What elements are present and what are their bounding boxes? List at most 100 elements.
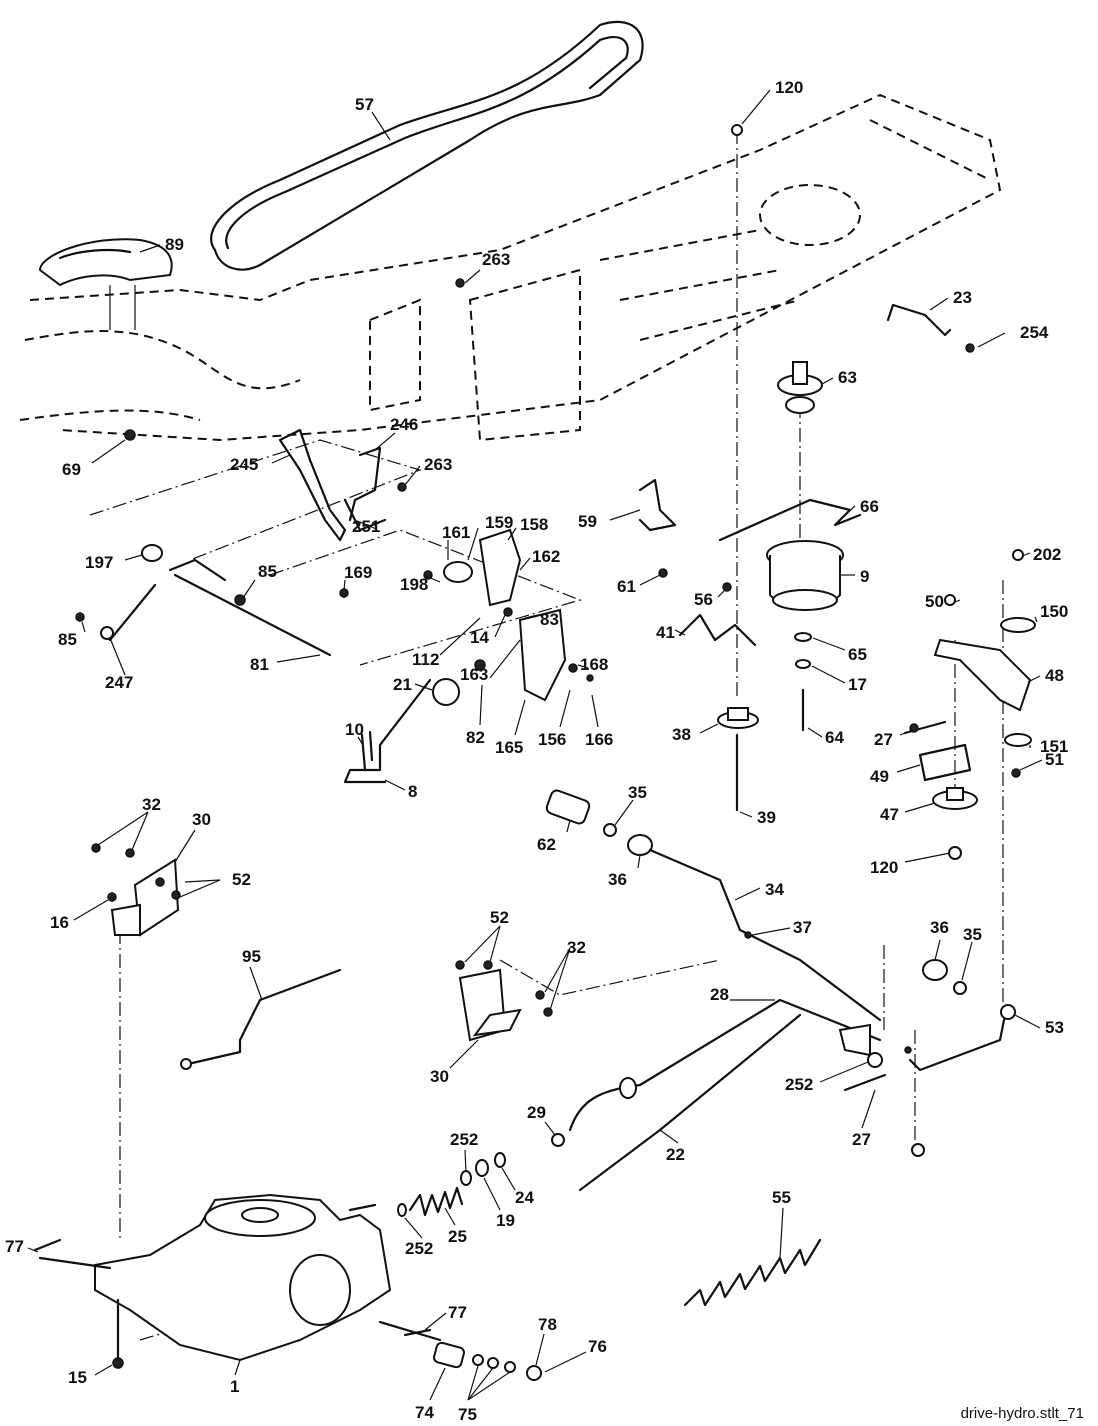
callout-151: 151 (1040, 737, 1068, 756)
callout-89: 89 (165, 235, 184, 254)
shift-cover (38, 238, 173, 330)
callout-14: 14 (470, 628, 489, 647)
callout-59: 59 (578, 512, 597, 531)
callout-263: 263 (482, 250, 510, 269)
callout-15: 15 (68, 1368, 87, 1387)
callout-245: 245 (230, 455, 258, 474)
callout-78: 78 (538, 1315, 557, 1334)
callout-28: 28 (710, 985, 729, 1004)
callout-252b: 252 (450, 1130, 478, 1149)
callout-52a: 52 (232, 870, 251, 889)
callout-22: 22 (666, 1145, 685, 1164)
pulley-stack (717, 124, 844, 812)
callout-169: 169 (344, 563, 372, 582)
callout-19: 19 (496, 1211, 515, 1230)
callout-55: 55 (772, 1188, 791, 1207)
callout-8: 8 (408, 782, 417, 801)
callout-76: 76 (588, 1337, 607, 1356)
callout-25: 25 (448, 1227, 467, 1246)
pedal-bracket (278, 428, 387, 542)
callout-leaders (27, 89, 1043, 1401)
callout-156: 156 (538, 730, 566, 749)
callout-166: 166 (585, 730, 613, 749)
callout-36a: 36 (608, 870, 627, 889)
callout-150: 150 (1040, 602, 1068, 621)
callout-69: 69 (62, 460, 81, 479)
return-spring-assembly (397, 1152, 506, 1217)
callout-252a: 252 (785, 1075, 813, 1094)
callout-66: 66 (860, 497, 879, 516)
callout-1: 1 (230, 1377, 239, 1396)
callout-38: 38 (672, 725, 691, 744)
callout-32a: 32 (142, 795, 161, 814)
callout-52b: 52 (490, 908, 509, 927)
callout-62: 62 (537, 835, 556, 854)
callout-23: 23 (953, 288, 972, 307)
callout-17: 17 (848, 675, 867, 694)
callout-24: 24 (515, 1188, 534, 1207)
callout-252c: 252 (405, 1239, 433, 1258)
callout-47: 47 (880, 805, 899, 824)
hardware (124, 278, 975, 1054)
callout-29: 29 (527, 1103, 546, 1122)
callout-27b: 27 (852, 1130, 871, 1149)
callout-85a: 85 (258, 562, 277, 581)
callout-63: 63 (838, 368, 857, 387)
callout-21: 21 (393, 675, 412, 694)
callout-56: 56 (694, 590, 713, 609)
tractor-frame (19, 93, 1002, 442)
callout-85b: 85 (58, 630, 77, 649)
callout-159: 159 (485, 513, 513, 532)
callout-9: 9 (860, 567, 869, 586)
callout-112: 112 (412, 650, 439, 669)
callout-247: 247 (105, 673, 133, 692)
callout-27a: 27 (874, 730, 893, 749)
callout-163: 163 (460, 665, 488, 684)
callout-77b: 77 (448, 1303, 467, 1322)
callout-162: 162 (532, 547, 560, 566)
callout-36b: 36 (930, 918, 949, 937)
callout-161: 161 (442, 523, 470, 542)
linkage-rods (551, 998, 925, 1192)
callout-51: 51 (1045, 750, 1064, 769)
mounting-brackets (91, 843, 553, 1042)
callout-77a: 77 (5, 1237, 24, 1256)
callout-74: 74 (415, 1403, 434, 1422)
callout-39: 39 (757, 808, 776, 827)
idler-bracket (903, 549, 1036, 860)
callout-197: 197 (85, 553, 113, 572)
diagram-caption: drive-hydro.stlt_71 (960, 1405, 1084, 1422)
lever-bracket-assembly (339, 528, 594, 702)
callout-50: 50 (925, 592, 944, 611)
callout-198: 198 (400, 575, 428, 594)
pedal-shaft (545, 789, 1016, 1072)
callout-246: 246 (390, 415, 418, 434)
callout-95: 95 (242, 947, 261, 966)
callout-120: 120 (775, 78, 803, 97)
callout-81: 81 (250, 655, 269, 674)
callout-10: 10 (345, 720, 364, 739)
callout-labels: 57 120 89 263 23 254 63 69 246 263 245 6… (5, 78, 1068, 1424)
callout-120b: 120 (870, 858, 898, 877)
callout-168: 168 (580, 655, 608, 674)
callout-16: 16 (50, 913, 69, 932)
control-rod (75, 544, 332, 657)
transaxle (33, 1193, 542, 1381)
callout-32b: 32 (567, 938, 586, 957)
drive-belt (210, 20, 644, 271)
callout-35a: 35 (628, 783, 647, 802)
callout-82: 82 (466, 728, 485, 747)
callout-34: 34 (765, 880, 784, 899)
callout-65: 65 (848, 645, 867, 664)
callout-57: 57 (355, 95, 374, 114)
callout-35b: 35 (963, 925, 982, 944)
callout-41: 41 (656, 623, 675, 642)
callout-251: 251 (352, 517, 380, 536)
callout-48: 48 (1045, 666, 1064, 685)
callout-49: 49 (870, 767, 889, 786)
callout-37: 37 (793, 918, 812, 937)
callout-202: 202 (1033, 545, 1061, 564)
callout-165: 165 (495, 738, 523, 757)
callout-30a: 30 (192, 810, 211, 829)
